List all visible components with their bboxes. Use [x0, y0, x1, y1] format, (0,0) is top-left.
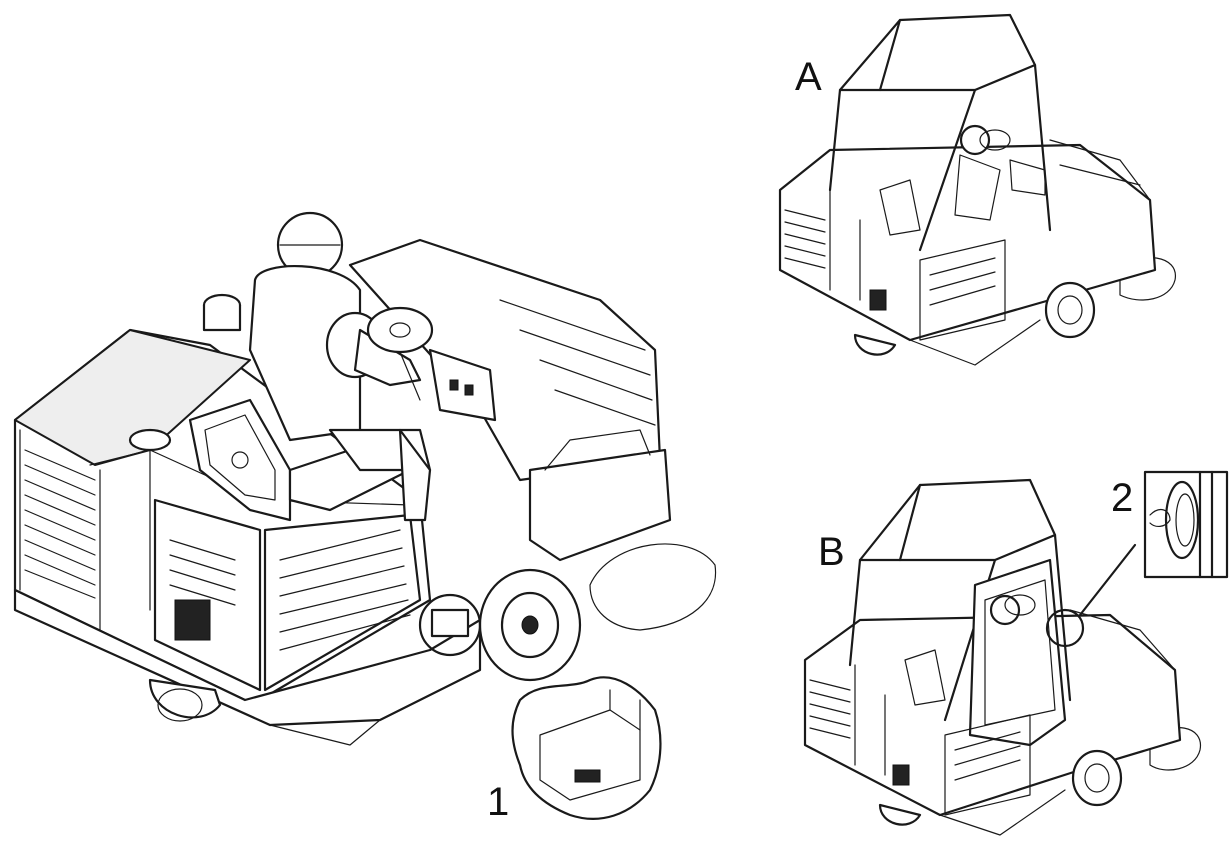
detail-2-marker — [1045, 608, 1085, 648]
view-a-wheel — [1044, 281, 1096, 339]
view-b-grill — [809, 679, 851, 739]
view-a-sweeper — [778, 13, 1176, 366]
label-view-a: A — [795, 55, 822, 99]
view-b-sweeper — [803, 478, 1201, 836]
rear-grill-left — [24, 449, 96, 599]
side-broom — [589, 543, 717, 631]
label-view-b: B — [818, 530, 845, 574]
view-a-canopy-roof — [838, 13, 1037, 92]
detail-1-bracket — [430, 608, 470, 638]
rear-wheel — [148, 678, 222, 722]
detail-1-marker — [418, 593, 482, 657]
label-detail-2: 2 — [1111, 476, 1134, 520]
rear-vent-grid — [174, 599, 211, 641]
dashboard — [428, 348, 497, 422]
view-b-canopy-roof — [858, 478, 1057, 562]
detail-2-leader — [1078, 543, 1137, 617]
rear-vent — [169, 539, 236, 606]
front-hood — [348, 238, 662, 482]
front-wheel — [478, 568, 582, 682]
tank-cap — [128, 428, 172, 452]
view-a-grill — [784, 209, 826, 269]
steering-wheel — [366, 306, 434, 401]
side-grill — [279, 529, 411, 651]
view-b-wheel — [1071, 749, 1123, 807]
side-panel — [263, 513, 422, 692]
dash-gauge — [449, 379, 459, 391]
operator-figure — [248, 211, 432, 522]
engine-cap — [202, 293, 242, 332]
bottom-skirt — [13, 588, 482, 727]
label-detail-1: 1 — [487, 780, 510, 824]
rear-panel — [153, 498, 262, 692]
detail-1-zoom — [511, 676, 662, 820]
top-deck — [14, 329, 251, 466]
seat-back — [188, 398, 292, 522]
main-sweeper — [13, 211, 717, 820]
front-bumper — [528, 448, 672, 562]
detail-2-zoom — [1143, 470, 1229, 579]
